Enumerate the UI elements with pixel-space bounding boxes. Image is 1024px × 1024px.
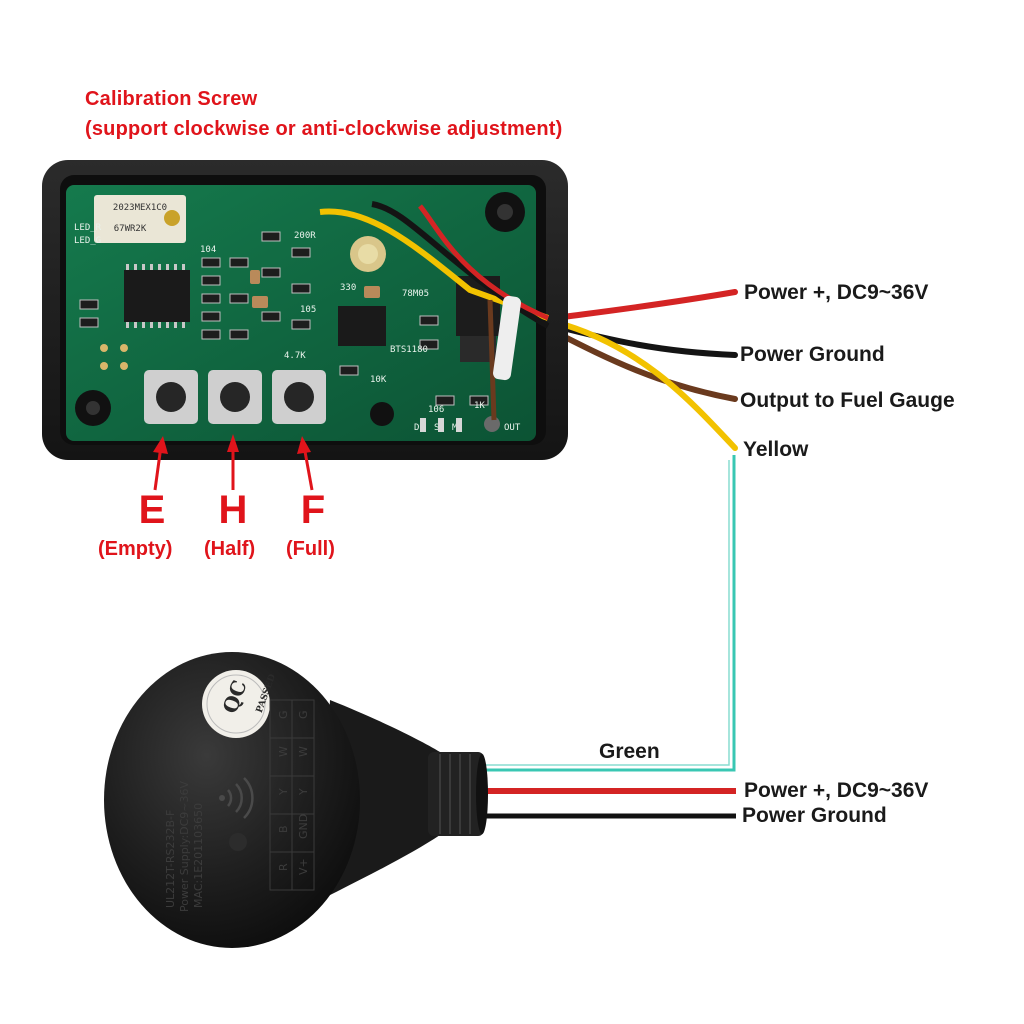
sensor-threaded-connector bbox=[428, 752, 484, 836]
calibration-title: Calibration Screw bbox=[85, 88, 258, 110]
calibration-subtitle: (support clockwise or anti-clockwise adj… bbox=[85, 118, 563, 140]
label-sensor-power-ground: Power Ground bbox=[742, 804, 887, 827]
driver-chip bbox=[338, 306, 386, 346]
resistor-330: 330 bbox=[340, 283, 356, 293]
label-power-plus: Power +, DC9~36V bbox=[744, 281, 929, 304]
led-r-label: LED_R bbox=[74, 223, 102, 233]
pin-w2: W bbox=[297, 746, 310, 757]
trimmer-code: 2023MEX1C0 bbox=[113, 203, 167, 213]
button-meaning-full: (Full) bbox=[286, 538, 335, 560]
sensor-model: UL212T-RS232B-F bbox=[164, 810, 177, 908]
cap-105: 105 bbox=[300, 305, 316, 315]
button-meaning-half: (Half) bbox=[204, 538, 256, 560]
sensor-mac: MAC:1E201103650 bbox=[192, 803, 205, 908]
resistor-10k: 10K bbox=[370, 375, 387, 385]
button-arrows bbox=[153, 434, 314, 491]
pin-out: OUT bbox=[504, 423, 521, 433]
button-half[interactable] bbox=[208, 370, 262, 424]
pin-g2: G bbox=[297, 710, 310, 719]
label-green: Green bbox=[599, 740, 660, 763]
pin-y2: Y bbox=[297, 788, 310, 796]
button-letter-e: E bbox=[138, 488, 166, 532]
button-meaning-empty: (Empty) bbox=[98, 538, 173, 560]
button-full[interactable] bbox=[272, 370, 326, 424]
ultrasonic-sensor: QC PASSED UL212T-RS232B-F Power Supply:D… bbox=[104, 652, 488, 948]
pin-gnd: GND bbox=[297, 814, 310, 839]
wire-green-link bbox=[483, 455, 736, 772]
pin-dc: DC bbox=[414, 423, 425, 433]
resistor-4-7k: 4.7K bbox=[284, 351, 306, 361]
wire-yellow bbox=[552, 319, 738, 451]
pin-w: W bbox=[277, 746, 290, 757]
pin-vplus: V+ bbox=[297, 858, 310, 875]
label-power-ground: Power Ground bbox=[740, 343, 885, 366]
chip-label: BTS1180 bbox=[390, 345, 428, 355]
cap-106: 106 bbox=[428, 405, 444, 415]
button-empty[interactable] bbox=[144, 370, 198, 424]
resistor-1k: 1K bbox=[474, 401, 485, 411]
resistor-200r: 200R bbox=[294, 231, 316, 241]
wire-red bbox=[552, 289, 738, 321]
sensor-supply: Power Supply:DC9~36V bbox=[178, 780, 191, 912]
pin-g: G bbox=[277, 710, 290, 719]
led-g-label: LED_G bbox=[74, 236, 101, 246]
sensor-pin-table bbox=[269, 699, 315, 891]
cap-104: 104 bbox=[200, 245, 216, 255]
cable-tie bbox=[493, 295, 521, 381]
sensor-wires bbox=[483, 788, 736, 819]
pin-y: Y bbox=[277, 788, 290, 796]
button-letter-h: H bbox=[218, 488, 248, 532]
label-output-fuel-gauge: Output to Fuel Gauge bbox=[740, 389, 955, 412]
controller-case: 2023MEX1C0 67WR2K LED_R LED_G bbox=[42, 160, 568, 460]
trimmer-value: 67WR2K bbox=[114, 224, 147, 234]
regulator-label: 78M05 bbox=[402, 289, 429, 299]
label-yellow: Yellow bbox=[743, 438, 809, 461]
wireless-icon bbox=[226, 777, 254, 819]
pin-b: B bbox=[277, 825, 290, 833]
button-letter-f: F bbox=[300, 488, 326, 532]
main-ic bbox=[124, 270, 190, 322]
pin-s: S bbox=[434, 423, 439, 433]
pin-r: R bbox=[277, 863, 290, 871]
wire-brown bbox=[552, 329, 738, 402]
label-sensor-power-plus: Power +, DC9~36V bbox=[744, 779, 929, 802]
calibration-trimmer bbox=[94, 195, 186, 243]
